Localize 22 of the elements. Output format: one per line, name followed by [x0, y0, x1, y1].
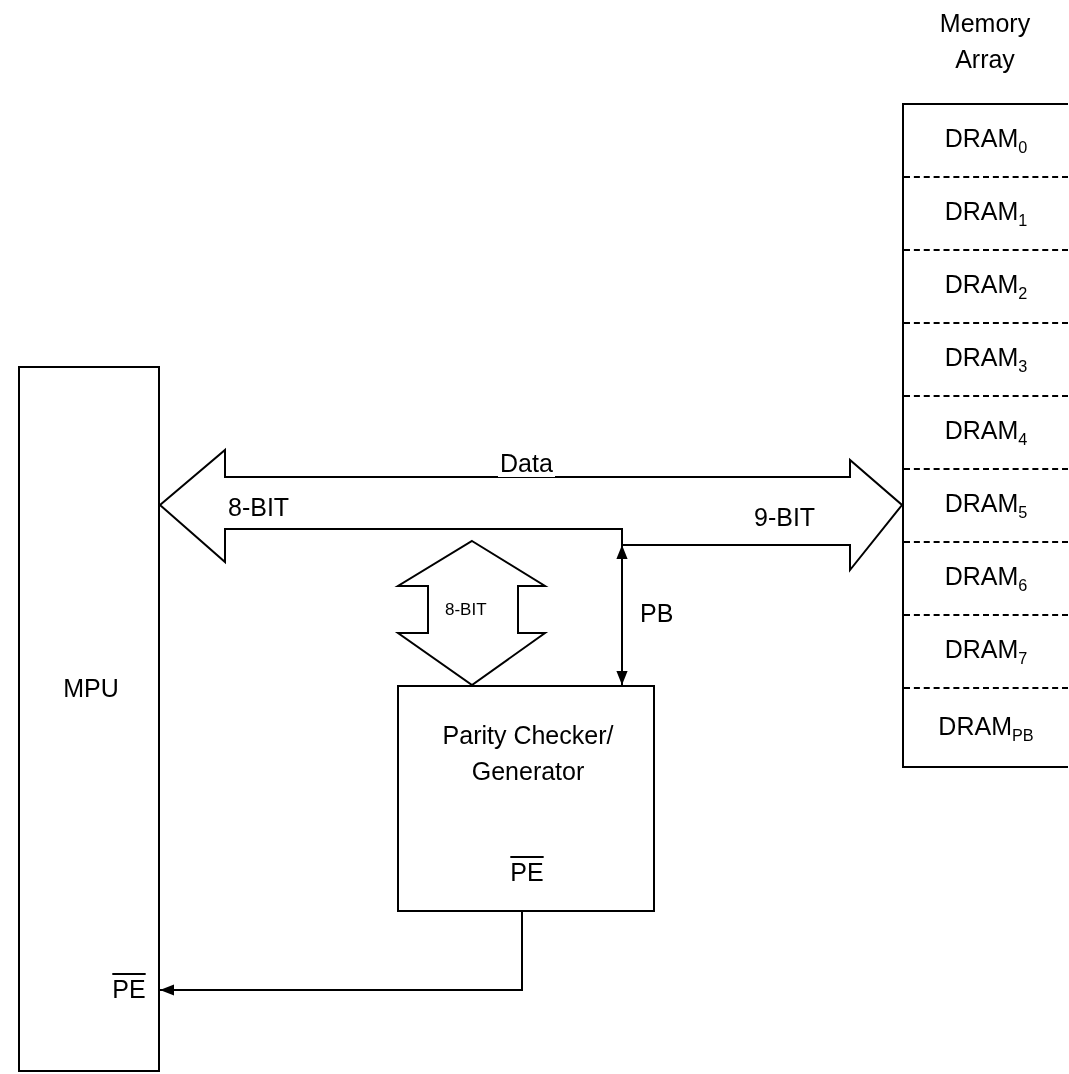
- block-heading: Memory Array: [938, 8, 1032, 76]
- signal-label: PE: [112, 974, 146, 1004]
- block-label: Parity Checker/ Generator: [441, 720, 615, 788]
- memory-row: DRAM$_{PB}$: [904, 689, 1068, 768]
- bus-arrow: [394, 539, 549, 687]
- processor-box: [18, 366, 160, 1072]
- memory-row: DRAM$_{0}$: [904, 105, 1068, 178]
- bus-width-label: 8-BIT: [227, 494, 291, 521]
- arrow: [159, 911, 523, 996]
- parity-checker-box: [397, 685, 655, 912]
- memory-row: DRAM$_{4}$: [904, 397, 1068, 470]
- memory-row: DRAM$_{7}$: [904, 616, 1068, 689]
- memory-row: DRAM$_{5}$: [904, 470, 1068, 543]
- bus-width-label: 9-BIT: [753, 504, 817, 531]
- memory-row: DRAM$_{2}$: [904, 251, 1068, 324]
- arrow: [616, 544, 628, 686]
- block-label: MPU: [62, 673, 120, 703]
- memory-row: DRAM$_{6}$: [904, 543, 1068, 616]
- data-bus-arrow: [158, 447, 904, 573]
- memory-row: DRAM$_{1}$: [904, 178, 1068, 251]
- memory-row: DRAM$_{3}$: [904, 324, 1068, 397]
- signal-label: PE: [509, 857, 545, 887]
